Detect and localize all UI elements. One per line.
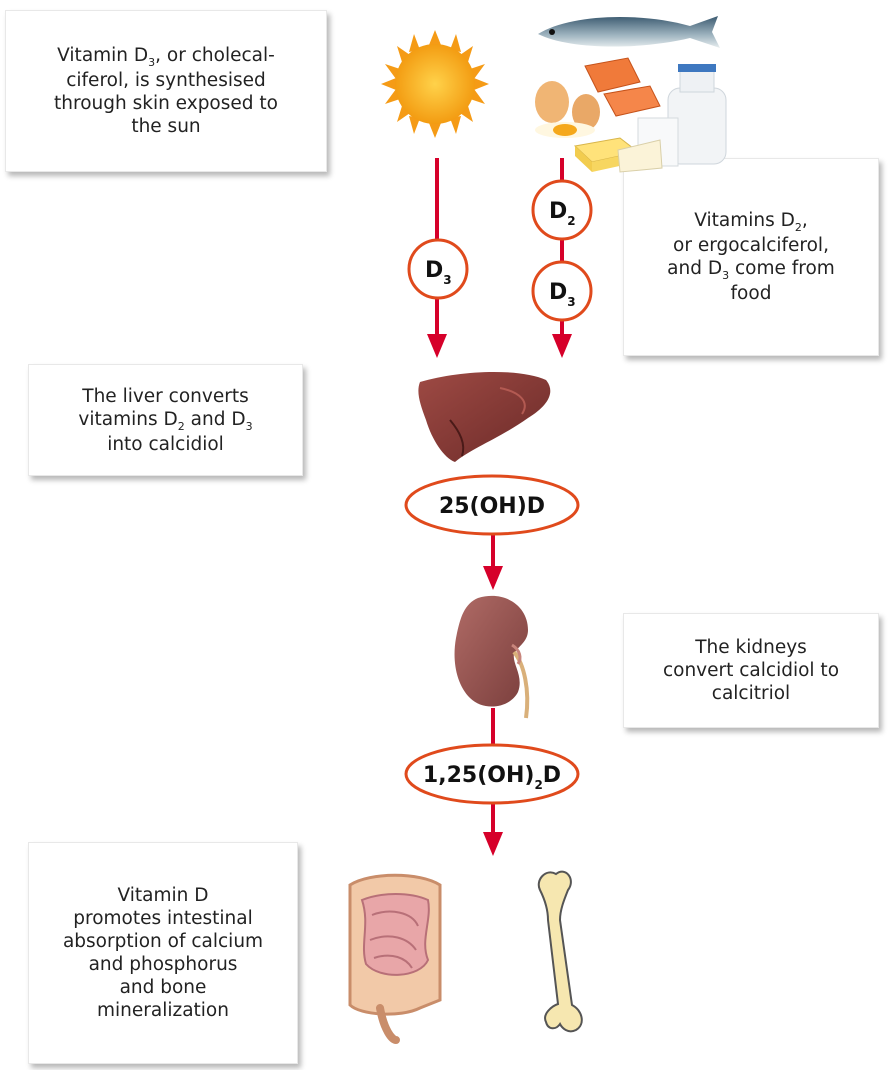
badge-d3-sun: D3 — [409, 240, 467, 298]
intestine-icon — [350, 875, 440, 1040]
calcidiol-arrow-head — [483, 566, 503, 590]
svg-text:25(OH)D: 25(OH)D — [439, 494, 545, 519]
sun-icon — [381, 30, 489, 138]
badge-calcidiol: 25(OH)D — [406, 476, 578, 534]
fish-icon — [538, 16, 720, 48]
kidney-icon — [455, 596, 528, 718]
bone-icon — [539, 872, 582, 1032]
liver-icon — [418, 372, 550, 462]
badge-d2-food: D2 — [533, 181, 591, 239]
badge-calcitriol: 1,25(OH)2D — [406, 745, 578, 803]
food-to-liver-arrow-head — [552, 334, 572, 358]
sun-to-liver-arrow-head — [427, 334, 447, 358]
calcitriol-arrow-head — [483, 832, 503, 856]
badge-d3-food: D3 — [533, 262, 591, 320]
food-icon — [535, 16, 726, 172]
